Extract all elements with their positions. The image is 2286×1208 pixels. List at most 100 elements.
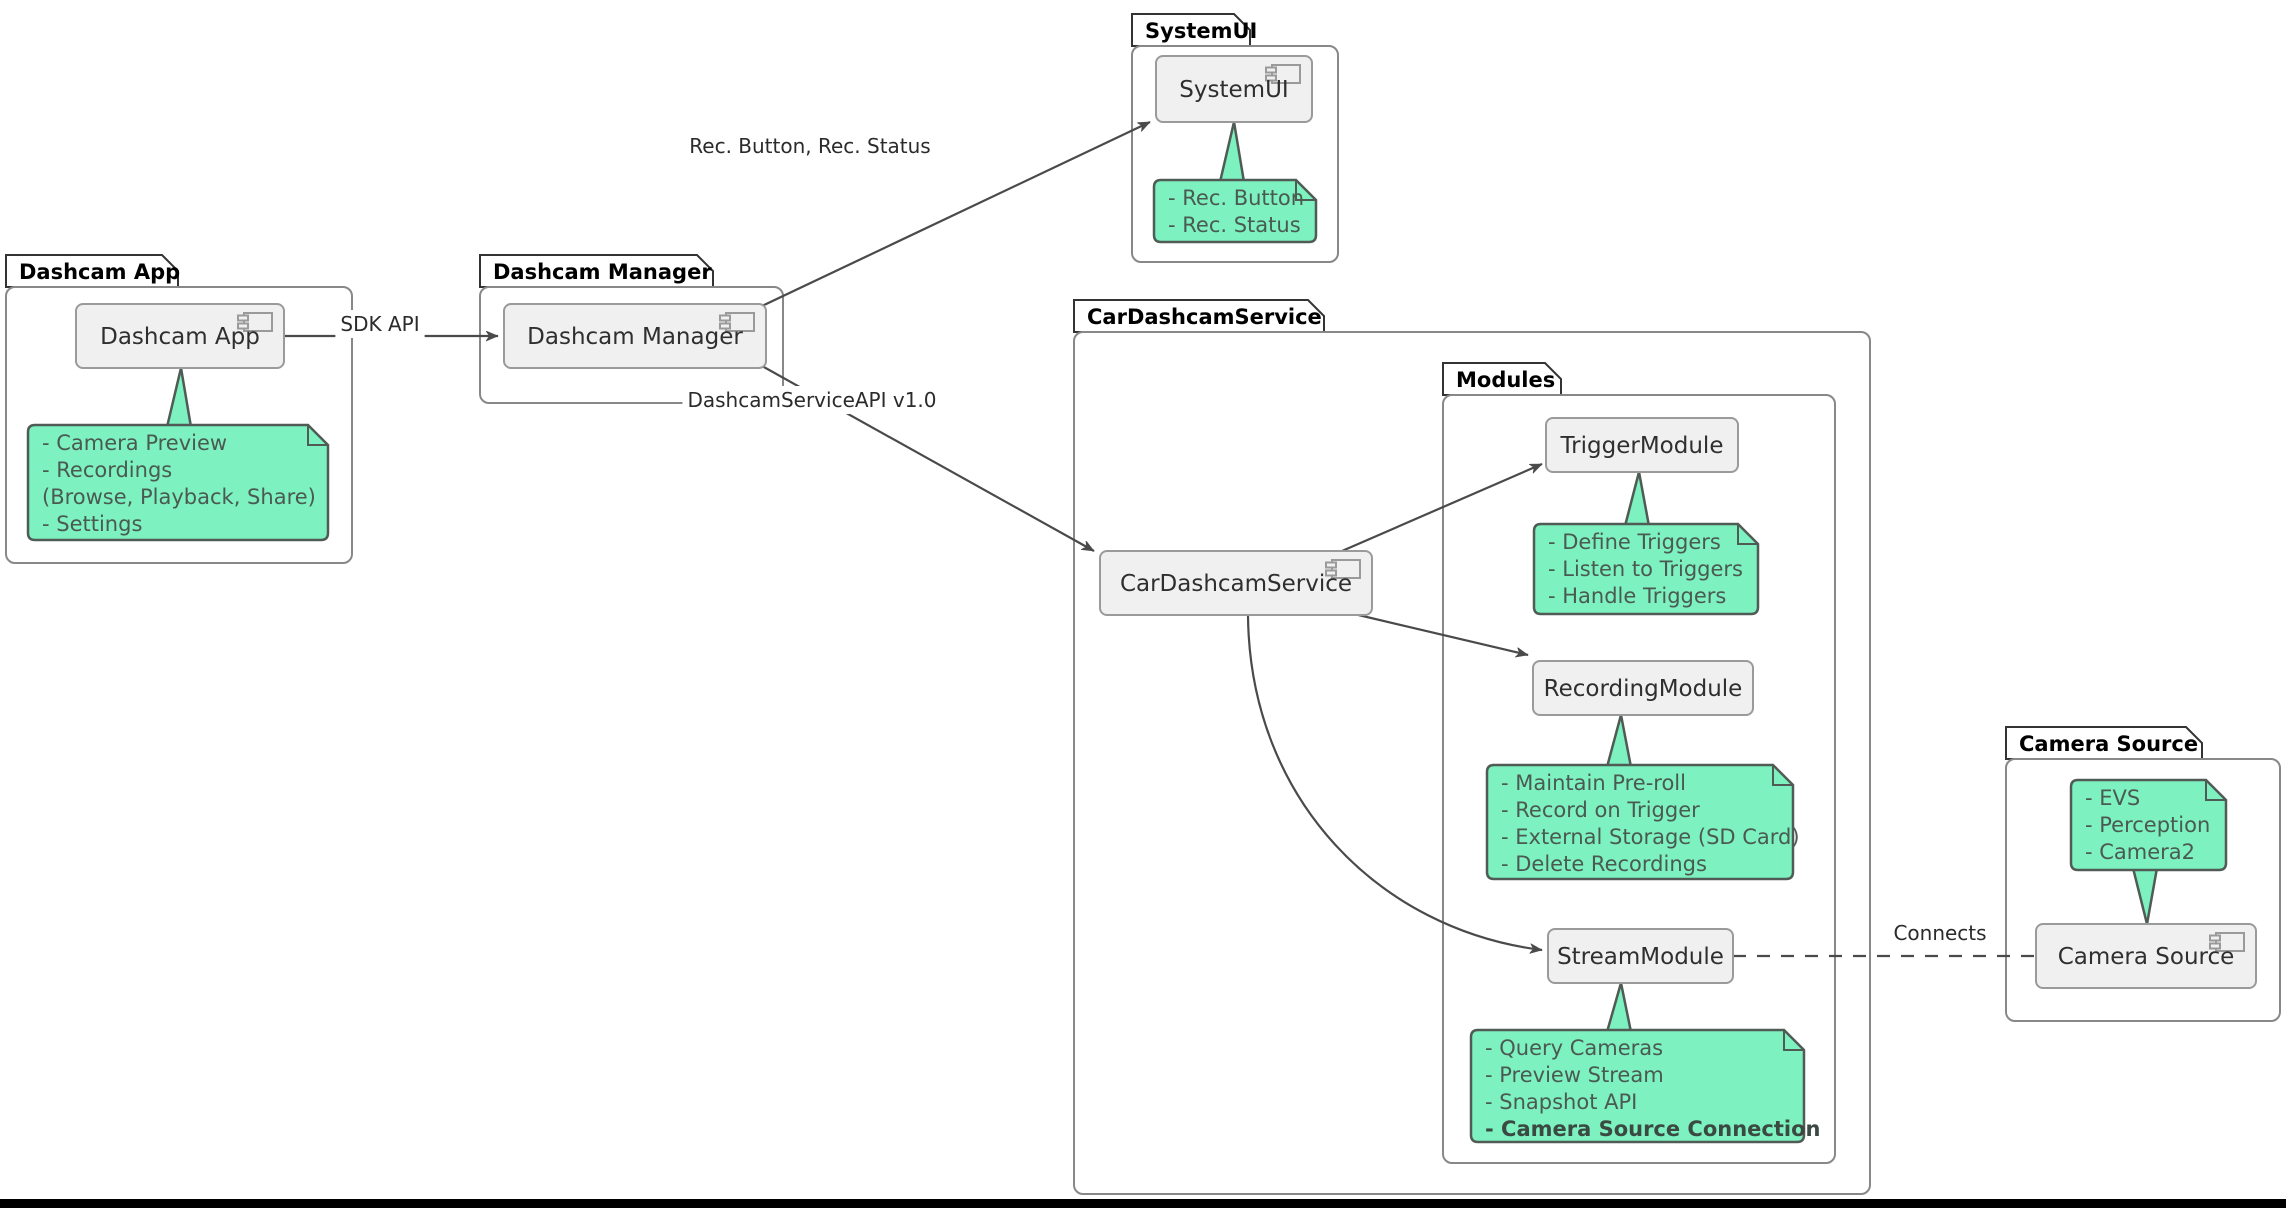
component-label: SystemUI: [1179, 77, 1288, 103]
component-label: Dashcam Manager: [527, 324, 743, 350]
edge-service-recording: [1349, 611, 1528, 655]
package-title: CarDashcamService: [1087, 305, 1322, 329]
package-title: Dashcam Manager: [493, 260, 712, 284]
component-systemui[interactable]: SystemUI: [1155, 55, 1313, 123]
package-title: Dashcam App: [19, 260, 180, 284]
note-systemui: - Rec. Button- Rec. Status: [1152, 121, 1318, 244]
component-dashcam-manager[interactable]: Dashcam Manager: [503, 303, 767, 369]
note-body: [26, 423, 330, 542]
package-title: Modules: [1456, 368, 1555, 392]
component-plug-icon: [1325, 559, 1361, 579]
note-body: [1152, 178, 1318, 244]
note-line: - Query Cameras: [1485, 1036, 1663, 1060]
note-body: [1485, 763, 1795, 881]
edge-labels-layer: SDK API Rec. Button, Rec. StatusDashcamSe…: [335, 132, 1992, 947]
component-dashcam-app[interactable]: Dashcam App: [75, 303, 285, 369]
component-label: CarDashcamService: [1120, 571, 1352, 597]
note-fold-icon: [307, 425, 328, 446]
component-box[interactable]: [1545, 417, 1739, 473]
note-line: - Recordings: [42, 458, 172, 482]
component-label: Dashcam App: [100, 324, 260, 350]
plug-tab-top: [2209, 934, 2221, 942]
edge-line: [1349, 611, 1528, 655]
note-fold-icon: [1295, 180, 1316, 201]
note-triggermodule: - Define Triggers- Listen to Triggers- H…: [1532, 471, 1760, 616]
edge-label-text: SDK API: [340, 312, 419, 336]
edge-label-text: Connects: [1893, 921, 1986, 945]
note-dashcam-app: - Camera Preview- Recordings (Browse, Pl…: [26, 367, 330, 542]
component-plug-icon: [1265, 64, 1301, 84]
component-cardashcamservice[interactable]: CarDashcamService: [1099, 550, 1373, 616]
plug-tab-bottom: [1325, 569, 1337, 577]
component-box[interactable]: [75, 303, 285, 369]
note-body: [1469, 1028, 1806, 1144]
note-streammodule: - Query Cameras- Preview Stream- Snapsho…: [1469, 982, 1820, 1144]
note-fold-icon: [1783, 1030, 1804, 1051]
note-fold-icon: [1772, 765, 1793, 786]
note-line: - Rec. Status: [1168, 213, 1301, 237]
plug-tab-top: [1325, 561, 1337, 569]
edge-label-backing: [684, 132, 936, 160]
note-line: - Camera Source Connection: [1485, 1117, 1820, 1141]
note-line: - Camera Preview: [42, 431, 227, 455]
edge-rec-button-status: [761, 121, 1150, 307]
edge-label-dashcamserviceapi-v1-0: DashcamServiceAPI v1.0: [682, 386, 942, 414]
edge-label-connects: Connects: [1888, 919, 1992, 947]
edge-label-backing: [335, 310, 425, 338]
note-line: - Settings: [42, 512, 142, 536]
component-box[interactable]: [1547, 928, 1734, 984]
note-line: - EVS: [2085, 786, 2140, 810]
component-label: StreamModule: [1557, 944, 1724, 970]
note-body: [1532, 522, 1760, 616]
note-fold-icon: [1737, 524, 1758, 545]
edge-label-backing: [1888, 919, 1992, 947]
note-line: - Perception: [2085, 813, 2210, 837]
note-line: - Camera2: [2085, 840, 2195, 864]
component-label: TriggerModule: [1560, 433, 1724, 459]
edge-line: [1341, 462, 1542, 553]
component-box[interactable]: [1099, 550, 1373, 616]
plug-body: [1331, 559, 1361, 579]
note-line: - Listen to Triggers: [1548, 557, 1743, 581]
component-streammodule[interactable]: StreamModule: [1547, 928, 1734, 984]
edge-line: [1246, 615, 1542, 950]
component-plug-icon: [237, 312, 273, 332]
plug-tab-bottom: [1265, 74, 1277, 82]
edge-label-rec-button-rec-status: Rec. Button, Rec. Status: [684, 132, 936, 160]
chrome-layer: [0, 1199, 2286, 1208]
plug-tab-bottom: [237, 322, 249, 330]
plug-body: [243, 312, 273, 332]
plug-tab-bottom: [2209, 942, 2221, 950]
edge-label-backing: [682, 386, 942, 414]
component-label: RecordingModule: [1544, 676, 1743, 702]
plug-body: [1271, 64, 1301, 84]
note-line: - External Storage (SD Card): [1501, 825, 1800, 849]
edge-line: [761, 121, 1150, 307]
edge-label-sdk-api: SDK API: [335, 310, 425, 338]
note-camera-source: - EVS - Perception - Camera2: [2069, 778, 2228, 925]
component-box[interactable]: [503, 303, 767, 369]
plug-tab-top: [719, 314, 731, 322]
component-triggermodule[interactable]: TriggerModule: [1545, 417, 1739, 473]
note-recordingmodule: - Maintain Pre-roll- Record on Trigger- …: [1485, 714, 1800, 881]
edge-label-text: DashcamServiceAPI v1.0: [687, 388, 936, 412]
plug-body: [2215, 932, 2245, 952]
component-plug-icon: [719, 312, 755, 332]
package-title: SystemUI: [1145, 19, 1257, 43]
edge-service-trigger: [1341, 462, 1542, 553]
plug-body: [725, 312, 755, 332]
note-line: - Delete Recordings: [1501, 852, 1707, 876]
component-box[interactable]: [2035, 923, 2257, 989]
edge-label-text: Rec. Button, Rec. Status: [689, 134, 930, 158]
component-camera-source[interactable]: Camera Source: [2035, 923, 2257, 989]
edge-service-stream: [1246, 615, 1542, 950]
note-body: [2069, 778, 2228, 872]
component-box[interactable]: [1532, 660, 1754, 716]
component-plug-icon: [2209, 932, 2245, 952]
note-line: - Snapshot API: [1485, 1090, 1637, 1114]
bottom-bar: [0, 1199, 2286, 1208]
notes-layer: - Camera Preview- Recordings (Browse, Pl…: [26, 121, 2228, 1144]
component-recordingmodule[interactable]: RecordingModule: [1532, 660, 1754, 716]
